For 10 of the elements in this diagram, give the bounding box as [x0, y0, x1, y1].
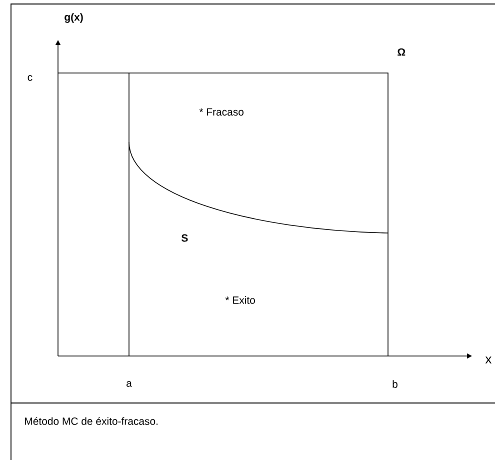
region-label: Ω	[398, 48, 406, 56]
curve-label: S	[182, 234, 188, 242]
axis-tick-label: c	[28, 75, 32, 81]
region-label: * Exito	[225, 296, 255, 304]
axis-label: x	[485, 356, 492, 364]
axis-tick-label: b	[392, 380, 398, 388]
caption: Método MC de éxito-fracaso.	[25, 417, 158, 425]
axis-tick-label: a	[126, 381, 132, 387]
axis-label: g(x)	[64, 13, 83, 23]
region-label: * Fracaso	[199, 108, 244, 116]
